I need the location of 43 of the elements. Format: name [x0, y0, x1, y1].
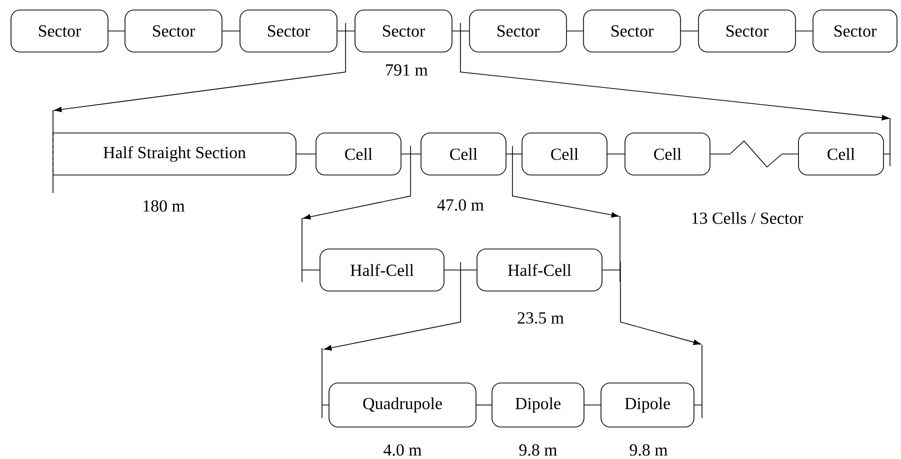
connector-line: [452, 30, 470, 32]
rounded-box: Sector: [240, 10, 338, 52]
expansion-arrow: [620, 262, 702, 345]
rounded-box: Sector: [124, 10, 222, 52]
expansion-arrow: [512, 146, 619, 218]
rounded-box: Sector: [698, 10, 796, 52]
rounded-box: Sector: [812, 10, 898, 52]
connector-line: [476, 404, 492, 406]
rounded-box: Half-Cell: [476, 248, 602, 292]
connector-line: [796, 30, 813, 32]
connector-line: [222, 30, 240, 32]
length-label: 23.5 m: [518, 312, 564, 324]
rounded-box: Cell: [798, 132, 884, 176]
connector-line: [108, 30, 125, 32]
length-label: 9.8 m: [630, 444, 668, 456]
rounded-box: Sector: [354, 10, 452, 52]
rounded-box: Dipole: [492, 382, 584, 428]
connector-line: [584, 404, 601, 406]
rounded-box: Cell: [420, 132, 506, 176]
rounded-box: Dipole: [600, 382, 694, 428]
expansion-arrow: [324, 262, 461, 351]
expansion-arrow: [54, 22, 346, 112]
rounded-box: Sector: [583, 10, 681, 52]
note-label: 13 Cells / Sector: [692, 212, 804, 224]
rounded-box: Sector: [469, 10, 567, 52]
zigzag-line: [710, 140, 798, 168]
rounded-box: Cell: [316, 132, 402, 176]
length-label: 791 m: [386, 64, 428, 76]
expansion-arrow: [460, 22, 890, 120]
connector-line: [680, 30, 698, 32]
rounded-box: Quadrupole: [328, 382, 476, 428]
rounded-box: Half Straight Section: [52, 132, 296, 176]
connector-line: [337, 30, 355, 32]
rounded-box: Half-Cell: [320, 248, 444, 292]
length-label: 180 m: [144, 200, 185, 212]
length-label: 4.0 m: [384, 444, 422, 456]
rounded-box: Cell: [624, 132, 710, 176]
connector-line: [566, 30, 584, 32]
rounded-box: Sector: [10, 10, 108, 52]
length-label: 47.0 m: [437, 199, 484, 211]
length-label: 9.8 m: [519, 444, 558, 456]
expansion-arrow: [303, 146, 411, 220]
rounded-box: Cell: [522, 132, 608, 176]
